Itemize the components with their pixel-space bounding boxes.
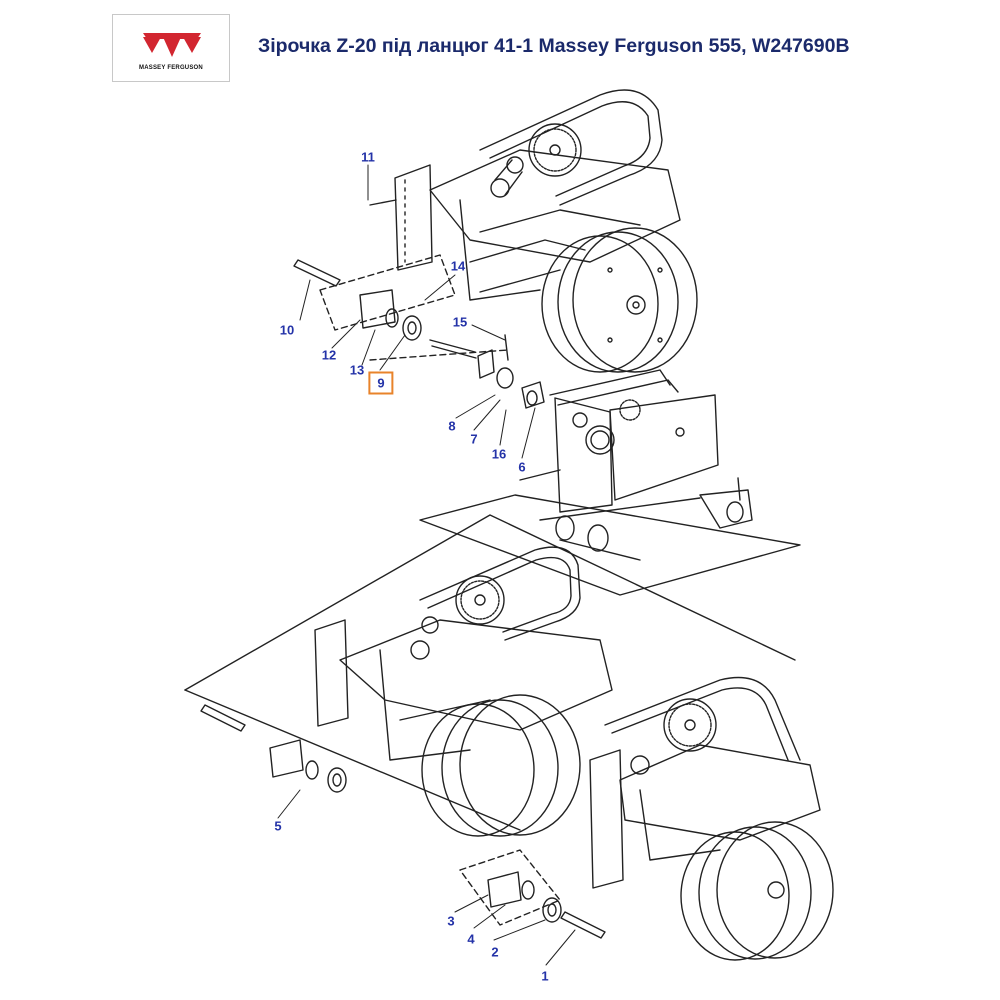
callout-11[interactable]: 11	[361, 149, 375, 165]
callout-6[interactable]: 6	[518, 459, 526, 475]
logo-wordmark: MASSEY FERGUSON	[139, 65, 203, 71]
callout-16[interactable]: 16	[491, 446, 507, 462]
lower-seeder-units	[184, 514, 834, 961]
callout-14[interactable]: 14	[450, 258, 466, 274]
callout-7[interactable]: 7	[470, 431, 478, 447]
callout-12[interactable]: 12	[321, 347, 337, 363]
middle-drive-unit	[419, 369, 801, 596]
callout-13[interactable]: 13	[349, 362, 365, 378]
callout-3[interactable]: 3	[447, 913, 455, 929]
callout-5[interactable]: 5	[274, 818, 282, 834]
brand-logo: MASSEY FERGUSON	[112, 14, 230, 82]
callout-1[interactable]: 1	[541, 968, 549, 984]
triple-triangle-logo-icon	[143, 33, 201, 57]
callout-8[interactable]: 8	[448, 418, 456, 434]
callout-4[interactable]: 4	[467, 931, 475, 947]
callout-2[interactable]: 2	[491, 944, 499, 960]
upper-seeder-unit	[293, 89, 698, 409]
callout-9-highlighted[interactable]: 9	[368, 371, 394, 395]
leader-lines	[277, 164, 576, 966]
callout-10[interactable]: 10	[279, 322, 295, 338]
page-title: Зірочка Z-20 під ланцюг 41-1 Massey Ferg…	[258, 35, 850, 57]
callout-15[interactable]: 15	[452, 314, 468, 330]
